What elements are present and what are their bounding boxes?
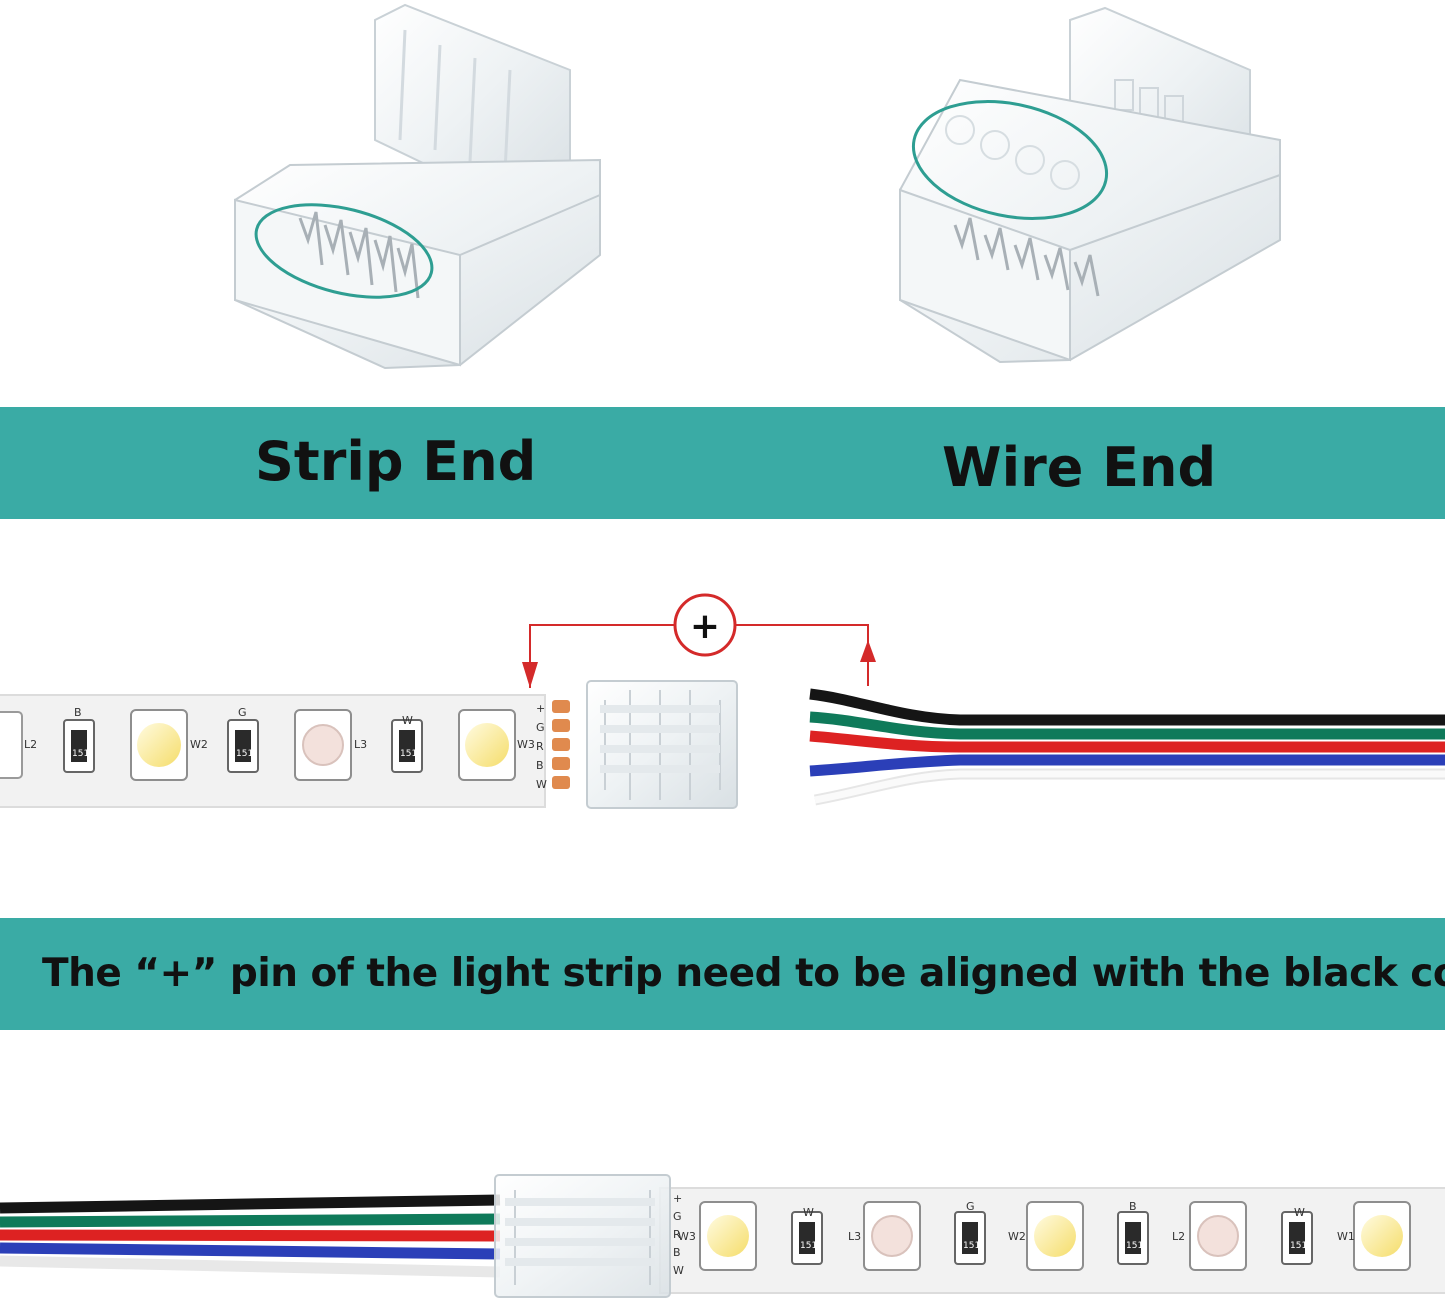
pin-label: B bbox=[673, 1246, 681, 1259]
resistor-icon bbox=[1281, 1211, 1313, 1265]
led-chip-icon bbox=[1353, 1201, 1411, 1271]
pin-label: R bbox=[673, 1228, 681, 1241]
strip-mark: L2 bbox=[24, 738, 37, 751]
strip-mark: G bbox=[966, 1200, 975, 1213]
strip-end-connector-icon bbox=[234, 3, 601, 370]
resistor-code: 151 bbox=[72, 749, 89, 759]
wire-end-label: Wire End bbox=[942, 436, 1217, 499]
alignment-arrow: + bbox=[522, 593, 876, 688]
strip-mark: W1 bbox=[1337, 1230, 1355, 1243]
resistor-code: 151 bbox=[963, 1241, 980, 1251]
pin-label: W bbox=[673, 1264, 684, 1277]
resistor-code: 151 bbox=[400, 749, 417, 759]
bottom-connector-icon: + G R B W bbox=[494, 1174, 684, 1298]
resistor-icon bbox=[791, 1211, 823, 1265]
wire-bundle-middle bbox=[809, 688, 1445, 806]
resistor-icon bbox=[1117, 1211, 1149, 1265]
plus-circle-icon bbox=[673, 593, 737, 657]
mid-connector-icon bbox=[586, 680, 738, 809]
strip-mark: B bbox=[74, 706, 82, 719]
resistor-code: 151 bbox=[1290, 1241, 1307, 1251]
alignment-note: The “+” pin of the light strip need to b… bbox=[42, 951, 1445, 996]
led-strip-bottom: W3 W L3 G W2 B L2 W W1 151 151 151 151 bbox=[659, 1187, 1445, 1294]
led-chip-icon bbox=[699, 1201, 757, 1271]
strip-mark: W bbox=[803, 1206, 814, 1219]
pin-label: + bbox=[673, 1192, 682, 1205]
strip-mark: G bbox=[238, 706, 247, 719]
resistor-code: 151 bbox=[800, 1241, 817, 1251]
pin-label: B bbox=[536, 759, 544, 772]
strip-end-label: Strip End bbox=[255, 430, 537, 493]
resistor-code: 151 bbox=[1126, 1241, 1143, 1251]
led-chip-icon bbox=[294, 709, 352, 781]
resistor-icon bbox=[63, 719, 95, 773]
led-chip-icon bbox=[1026, 1201, 1084, 1271]
strip-mark: L3 bbox=[354, 738, 367, 751]
strip-mark: W bbox=[402, 714, 413, 727]
top-label-band bbox=[0, 407, 1445, 519]
pin-label: W bbox=[536, 778, 547, 791]
wire-end-connector-icon bbox=[899, 6, 1281, 364]
pin-label: G bbox=[536, 721, 545, 734]
led-chip-icon bbox=[0, 711, 23, 779]
led-chip-icon bbox=[1189, 1201, 1247, 1271]
strip-mark: W3 bbox=[678, 1230, 696, 1243]
pin-label: R bbox=[536, 740, 544, 753]
resistor-icon bbox=[954, 1211, 986, 1265]
resistor-icon bbox=[227, 719, 259, 773]
led-chip-icon bbox=[863, 1201, 921, 1271]
strip-mark: W bbox=[1294, 1206, 1305, 1219]
strip-mark: W2 bbox=[1008, 1230, 1026, 1243]
pin-label: + bbox=[536, 702, 545, 715]
led-strip-middle: L2 B W2 G L3 W W3 + G R B W 151 151 151 bbox=[0, 694, 570, 808]
strip-mark: B bbox=[1129, 1200, 1137, 1213]
led-chip-icon bbox=[458, 709, 516, 781]
plus-symbol: + bbox=[690, 606, 720, 647]
resistor-code: 151 bbox=[236, 749, 253, 759]
strip-mark: L2 bbox=[1172, 1230, 1185, 1243]
wire-bundle-bottom bbox=[0, 1194, 501, 1278]
led-chip-icon bbox=[130, 709, 188, 781]
pin-label: G bbox=[673, 1210, 682, 1223]
strip-mark: L3 bbox=[848, 1230, 861, 1243]
resistor-icon bbox=[391, 719, 423, 773]
alignment-note-band bbox=[0, 918, 1445, 1030]
strip-mark: W2 bbox=[190, 738, 208, 751]
strip-mark: W3 bbox=[517, 738, 535, 751]
